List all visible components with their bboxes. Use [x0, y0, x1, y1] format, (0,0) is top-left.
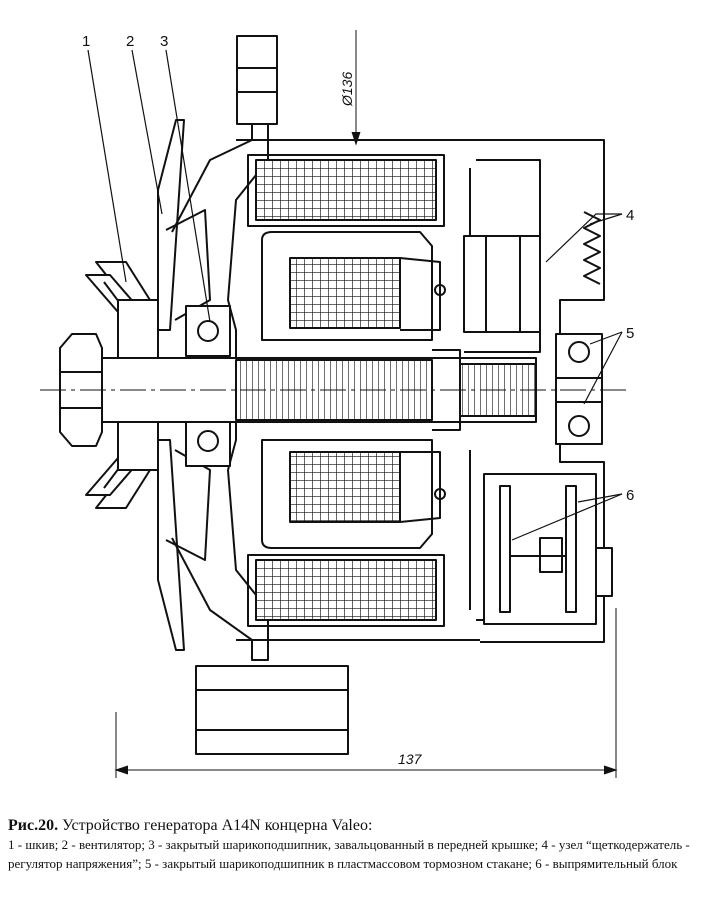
stator	[247, 154, 445, 627]
callout-5: 5	[626, 325, 634, 342]
callout-6: 6	[626, 487, 634, 504]
front-bearing	[185, 305, 231, 467]
caption-legend: 1 - шкив; 2 - вентилятор; 3 - закрытый ш…	[8, 837, 690, 871]
rotor	[261, 231, 446, 549]
alternator-cross-section-drawing: Ø136 137 1 2 3 4 5 6	[40, 30, 634, 778]
callout-4: 4	[626, 207, 634, 224]
caption-title-line: Рис.20. Устройство генератора A14N конце…	[8, 816, 712, 835]
callout-3: 3	[160, 33, 168, 50]
caption-figure-number: Рис.20.	[8, 817, 59, 834]
callout-1: 1	[82, 33, 90, 50]
callout-leaders	[87, 49, 623, 541]
diameter-dimension-label: Ø136	[339, 72, 355, 107]
rear-bearing	[555, 333, 603, 445]
diameter-dimension	[351, 30, 361, 146]
rectifier-block	[483, 473, 613, 625]
length-dimension-label: 137	[398, 751, 423, 767]
fan	[157, 119, 211, 651]
callout-2: 2	[126, 33, 134, 50]
caption-title: Устройство генератора A14N концерна Vale…	[62, 817, 373, 834]
brush-holder-regulator	[463, 235, 541, 353]
figure-caption: Рис.20. Устройство генератора A14N конце…	[8, 816, 712, 873]
length-dimension	[114, 608, 618, 778]
